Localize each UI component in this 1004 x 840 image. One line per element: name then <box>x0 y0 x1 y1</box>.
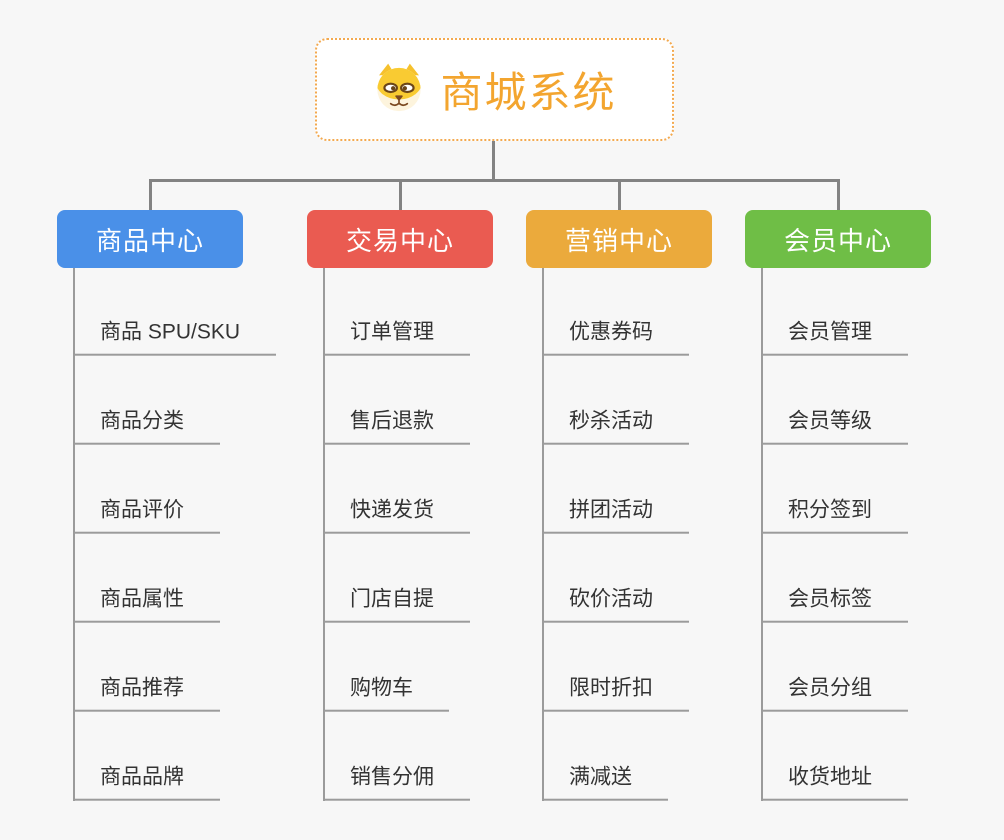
leaf-item[interactable]: 商品品牌 <box>73 764 220 801</box>
branch-header[interactable]: 商品中心 <box>57 210 243 268</box>
connector-branch-drop <box>618 179 621 210</box>
dog-face-icon <box>372 62 426 117</box>
root-title: 商城系统 <box>440 69 617 116</box>
branch-subtree-line <box>323 268 325 801</box>
connector-branch-drop <box>149 179 152 210</box>
leaf-item[interactable]: 积分签到 <box>761 497 908 534</box>
branch-subtree-line <box>73 268 75 801</box>
leaf-item[interactable]: 销售分佣 <box>323 764 470 801</box>
leaf-item[interactable]: 商品属性 <box>73 586 220 623</box>
branch-header[interactable]: 会员中心 <box>745 210 931 268</box>
leaf-item[interactable]: 快递发货 <box>323 497 470 534</box>
branch-header[interactable]: 营销中心 <box>526 210 712 268</box>
leaf-item[interactable]: 商品 SPU/SKU <box>73 319 277 356</box>
connector-root-vertical <box>492 141 495 182</box>
connector-branch-drop <box>837 179 840 210</box>
leaf-item[interactable]: 订单管理 <box>323 319 470 356</box>
leaf-item[interactable]: 拼团活动 <box>542 497 689 534</box>
branch-subtree-line <box>542 268 544 801</box>
leaf-item[interactable]: 限时折扣 <box>542 675 689 712</box>
leaf-item[interactable]: 满减送 <box>542 764 668 801</box>
leaf-item[interactable]: 收货地址 <box>761 764 908 801</box>
root-node[interactable]: 商城系统 <box>315 38 674 141</box>
leaf-item[interactable]: 门店自提 <box>323 586 470 623</box>
leaf-item[interactable]: 购物车 <box>323 675 449 712</box>
connector-hub-horizontal <box>149 179 840 182</box>
leaf-item[interactable]: 秒杀活动 <box>542 408 689 445</box>
connector-branch-drop <box>399 179 402 210</box>
branch-header[interactable]: 交易中心 <box>307 210 493 268</box>
leaf-item[interactable]: 砍价活动 <box>542 586 689 623</box>
leaf-item[interactable]: 会员标签 <box>761 586 908 623</box>
leaf-item[interactable]: 会员管理 <box>761 319 908 356</box>
leaf-item[interactable]: 会员分组 <box>761 675 908 712</box>
leaf-item[interactable]: 商品评价 <box>73 497 220 534</box>
branch-subtree-line <box>761 268 763 801</box>
leaf-item[interactable]: 商品分类 <box>73 408 220 445</box>
leaf-item[interactable]: 商品推荐 <box>73 675 220 712</box>
leaf-item[interactable]: 售后退款 <box>323 408 470 445</box>
leaf-item[interactable]: 会员等级 <box>761 408 908 445</box>
leaf-item[interactable]: 优惠券码 <box>542 319 689 356</box>
